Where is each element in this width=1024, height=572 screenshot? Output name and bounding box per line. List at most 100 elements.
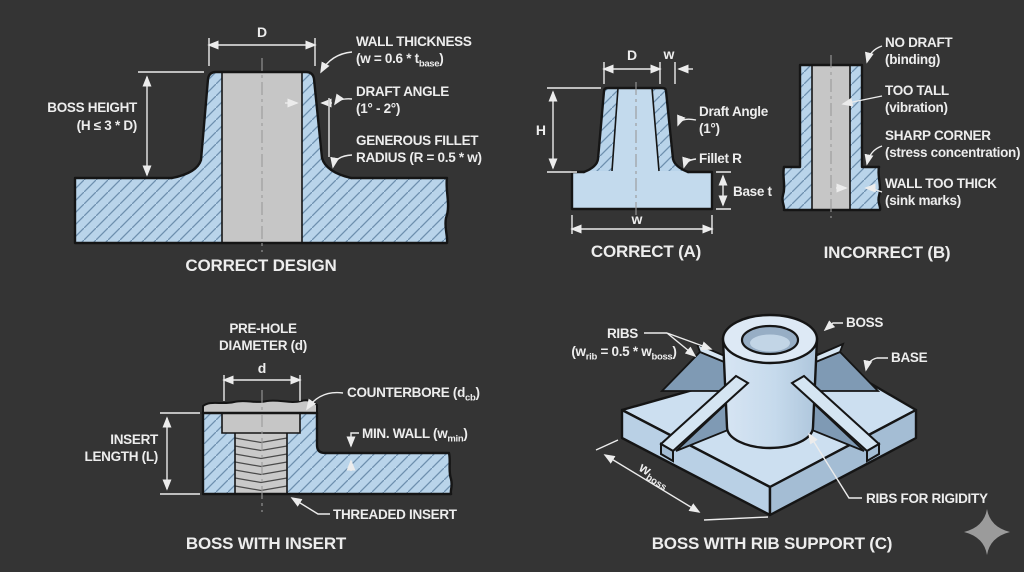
top-surface-gray [202,399,318,414]
sparkle-icon [964,509,1010,555]
dim-h-extensions [547,87,601,173]
threaded-insert-label: THREADED INSERT [333,507,458,522]
counterbore-pre: COUNTERBORE (d [347,385,465,400]
boss-leader [823,320,843,332]
dim-h-label: H [536,122,546,138]
draft-angle-label-1: Draft Angle [699,104,769,119]
min-wall-leader-down [346,432,359,448]
ribs-leader-1 [666,332,697,358]
diagram-correct-a: D w H Draft Angle (1°) Fillet R Base t w… [536,46,773,261]
too-tall-leader [841,95,883,107]
dim-d-label: D [257,24,267,40]
counterbore-leader [306,391,344,411]
no-draft-leader [864,45,883,64]
insert-length-extensions [160,412,200,495]
caption-boss-with-insert: BOSS WITH INSERT [186,534,347,553]
dim-d-label: d [258,360,267,376]
prehole-label-1: PRE-HOLE [229,321,297,336]
draft-angle-leader [334,93,353,106]
fillet-leader [330,154,353,169]
boss-label: BOSS [846,315,883,330]
ribs-formula-sub1: rib [586,352,598,363]
prehole-label-2: DIAMETER (d) [219,338,307,353]
counterbore-post: ) [476,385,480,400]
wall-thickness-leader [320,51,353,74]
inner-wall-edges [611,87,660,172]
threaded-insert-leader [290,497,330,515]
base-slab [572,172,712,209]
counterbore-label: COUNTERBORE (dcb) [347,385,480,404]
wall-thickness-label-1: WALL THICKNESS [356,34,472,49]
no-draft-label-2: (binding) [885,52,940,67]
base-t-extensions [716,171,731,210]
fillet-leader [682,156,697,169]
diagram-incorrect-b: NO DRAFT (binding) TOO TALL (vibration) … [781,35,1020,262]
insert-length-label-2: LENGTH (L) [85,449,159,464]
left-wall-base-hatch [782,65,812,210]
too-tall-label-1: TOO TALL [885,83,949,98]
wall-thickness-label-2: (w = 0.6 * tbase) [356,51,443,70]
caption-rib-support: BOSS WITH RIB SUPPORT (C) [652,534,893,553]
sharp-corner-label-1: SHARP CORNER [885,128,991,143]
boss-hole-floor [750,334,790,352]
ribs-formula-label: (wrib = 0.5 * wboss) [571,344,676,363]
core-edges [221,72,303,243]
ribs-leader-2 [666,332,713,350]
draft-angle-leader [677,114,697,127]
base-t-label: Base t [733,184,773,199]
min-wall-pre: MIN. WALL (w [362,426,448,441]
diagram-correct-design: D BOSS HEIGHT (H ≤ 3 * D) WALL THICKNESS… [47,24,482,275]
ribs-formula-mid: = 0.5 * w [597,344,652,359]
min-wall-sub: min [447,434,463,445]
step-wall-outline [315,411,453,496]
base-wavy-outline [781,165,882,212]
draft-angle-label-2: (1° - 2°) [356,101,400,116]
fillet-label-1: GENEROUS FILLET [356,133,479,148]
wall-too-thick-label-2: (sink marks) [885,193,961,208]
wall-formula-pre: (w = 0.6 * t [356,51,420,66]
insert-length-label-1: INSERT [110,432,159,447]
caption-correct-a: CORRECT (A) [591,242,701,261]
dim-w-bottom-label: w [631,211,643,227]
ribs-rigidity-leader [808,432,862,499]
wall-too-thick-label-1: WALL TOO THICK [885,176,997,191]
diagram-boss-with-insert: PRE-HOLE DIAMETER (d) d INSERT LENGTH (L… [85,321,481,553]
ribs-formula-pre: (w [571,344,586,359]
no-draft-label-1: NO DRAFT [885,35,953,50]
core-edges [811,65,851,210]
draft-angle-label-1: DRAFT ANGLE [356,84,449,99]
sharp-corner-label-2: (stress concentration) [885,145,1020,160]
hole-edges [221,413,301,494]
front-right-rib-end [866,442,880,463]
dim-w-top-label: w [663,46,675,62]
counterbore [222,413,300,433]
dim-d-label: D [627,47,637,63]
too-tall-label-2: (vibration) [885,100,948,115]
sharp-corner-leader [864,145,883,166]
wall-formula-sub: base [419,59,439,70]
fillet-label-2: RADIUS (R = 0.5 * w) [356,150,482,165]
ribs-rigidity-label: RIBS FOR RIGIDITY [866,491,988,506]
boss-outline [582,86,690,174]
ribs-formula-sub2: boss [651,352,672,363]
base-leader [863,357,888,372]
base-right-face [768,408,918,517]
caption-incorrect-b: INCORRECT (B) [824,243,951,262]
fillet-label: Fillet R [699,151,742,166]
base-label: BASE [891,350,928,365]
draft-angle-label-2: (1°) [699,121,720,136]
thread-ridges [234,437,288,492]
boss-outline [170,70,353,180]
wall-formula-post: ) [439,51,443,66]
boss-height-label-2: (H ≤ 3 * D) [77,118,137,133]
left-bottom-outline [201,411,453,496]
wboss-dim-line [603,454,701,513]
min-wall-label: MIN. WALL (wmin) [362,426,468,445]
wboss-extensions [595,439,769,521]
diagram-rib-support: RIBS (wrib = 0.5 * wboss) BOSS BASE wbos… [571,313,988,553]
caption-correct-design: CORRECT DESIGN [185,256,336,275]
ribs-label: RIBS [607,326,638,341]
